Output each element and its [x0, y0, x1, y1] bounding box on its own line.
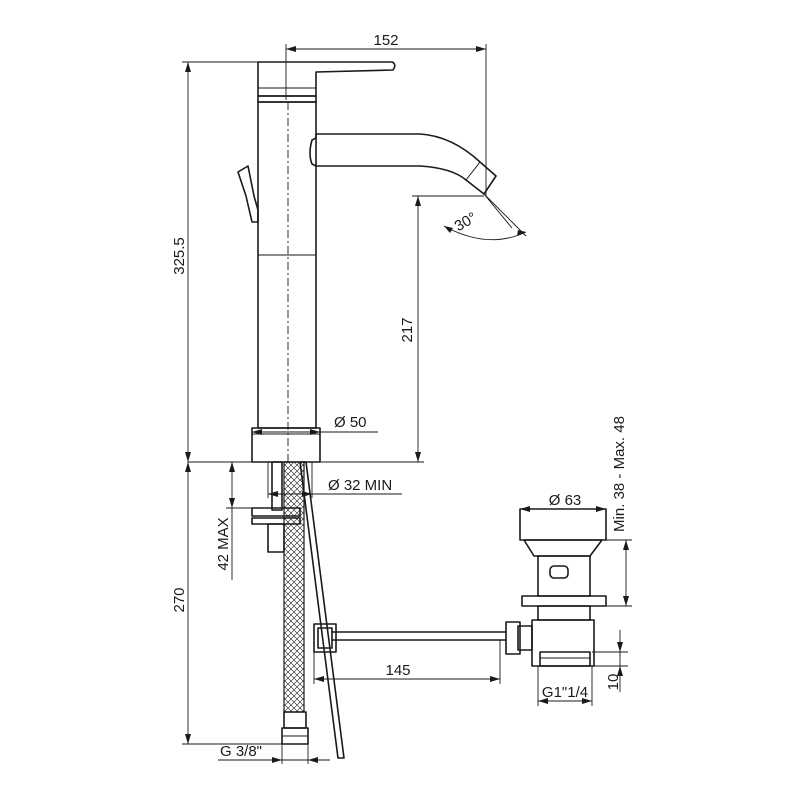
label-hole-diameter: Ø 32 MIN [328, 477, 392, 494]
label-total-width: 152 [373, 32, 398, 49]
label-drain-diameter: Ø 63 [549, 492, 582, 509]
label-max-thickness: 42 MAX [215, 517, 232, 570]
dim-drain-diameter: Ø 63 [520, 492, 606, 512]
faucet-column [257, 101, 317, 429]
faucet-lever [257, 61, 396, 97]
label-spout-height: 217 [399, 317, 416, 342]
dim-hole-diameter: Ø 32 MIN [267, 462, 402, 498]
label-base-diameter: Ø 50 [334, 414, 367, 431]
dim-base-diameter: Ø 50 [252, 414, 378, 435]
faucet-base [251, 427, 321, 463]
faucet-collar [257, 95, 317, 103]
pull-rod [299, 461, 345, 759]
drain-window [549, 565, 569, 579]
drain [505, 508, 607, 667]
label-hose-connection: G 3/8" [220, 743, 262, 760]
label-hose-length: 270 [171, 587, 188, 612]
label-drain-range: Min. 38 - Max. 48 [611, 416, 628, 532]
drain-body [537, 555, 591, 597]
dim-total-width: 152 [285, 32, 487, 196]
dim-hose-connection: G 3/8" [218, 743, 330, 764]
dim-spout-height: 217 [399, 195, 484, 462]
hose-nut [283, 711, 307, 729]
dim-drain-range: Min. 38 - Max. 48 [606, 416, 632, 607]
drain-rod [313, 623, 507, 653]
label-drain-thread-height: 10 [605, 674, 622, 691]
dim-rod-length: 145 [313, 640, 501, 684]
dim-drain-thread: G1"1/4 [537, 666, 593, 706]
label-spout-angle: 30° [452, 209, 480, 235]
mounting-kit [251, 461, 301, 553]
dim-drain-thread-height: 10 [592, 630, 628, 692]
label-total-height: 325.5 [171, 237, 188, 275]
faucet [237, 61, 497, 463]
faucet-spout [309, 133, 497, 195]
supply-hose [281, 461, 309, 745]
dim-total-height: 325.5 [171, 61, 258, 462]
label-rod-length: 145 [385, 662, 410, 679]
popup-rod-knob [237, 165, 259, 223]
dim-spout-angle: 30° [443, 193, 527, 241]
label-drain-thread: G1"1/4 [542, 684, 588, 701]
dim-max-thickness: 42 MAX [215, 462, 252, 580]
dim-hose-length: 270 [171, 462, 282, 745]
drain-cap [519, 508, 607, 541]
